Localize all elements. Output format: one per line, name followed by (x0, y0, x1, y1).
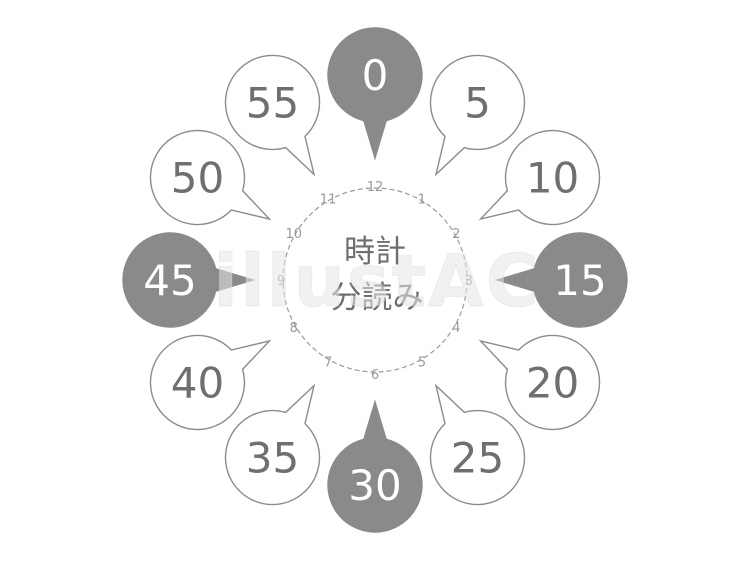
minute-label: 10 (526, 154, 579, 203)
minute-bubble-50: 50 (149, 129, 272, 226)
speech-bubble-shape (224, 383, 321, 506)
minute-bubble-5: 5 (429, 54, 526, 177)
center-title-line1: 時計 (344, 234, 406, 270)
minute-label: 20 (526, 359, 579, 408)
speech-bubble-shape (122, 232, 256, 328)
dial-number-12: 12 (367, 180, 384, 195)
speech-bubble-shape (149, 129, 272, 226)
minute-label: 35 (246, 434, 299, 483)
minute-label: 55 (246, 78, 299, 127)
minute-label: 0 (362, 51, 389, 100)
dial-number-5: 5 (418, 355, 426, 370)
minute-label: 15 (553, 256, 606, 305)
minute-label: 50 (171, 154, 224, 203)
dial-number-9: 9 (277, 274, 285, 289)
minute-label: 45 (143, 256, 196, 305)
minute-bubble-35: 35 (224, 383, 321, 506)
speech-bubble-shape (494, 232, 628, 328)
minute-bubble-10: 10 (478, 129, 601, 226)
clock-dial-ring (282, 187, 468, 373)
minute-bubble-20: 20 (478, 334, 601, 431)
center-title-line2: 分読み (331, 280, 424, 316)
minute-label: 25 (451, 434, 504, 483)
speech-bubble-shape (429, 383, 526, 506)
minute-bubble-15: 15 (494, 232, 628, 328)
minute-bubble-45: 45 (122, 232, 256, 328)
speech-bubble-shape (478, 334, 601, 431)
speech-bubble-shape (327, 27, 423, 161)
speech-bubble-shape (149, 334, 272, 431)
dial-number-7: 7 (324, 355, 332, 370)
dial-number-1: 1 (418, 193, 426, 208)
watermark-logo: illustAC (213, 239, 540, 323)
dial-number-10: 10 (285, 227, 302, 242)
speech-bubble-shape (327, 399, 423, 533)
dial-number-8: 8 (290, 321, 298, 336)
dial-number-3: 3 (465, 274, 473, 289)
speech-bubble-shape (224, 54, 321, 177)
dial-number-11: 11 (320, 193, 337, 208)
minute-bubble-55: 55 (224, 54, 321, 177)
minute-bubble-0: 0 (327, 27, 423, 161)
minute-label: 5 (464, 78, 491, 127)
speech-bubble-shape (478, 129, 601, 226)
minute-bubble-40: 40 (149, 334, 272, 431)
dial-number-4: 4 (452, 321, 460, 336)
speech-bubble-shape (429, 54, 526, 177)
minute-label: 40 (171, 359, 224, 408)
minute-label: 30 (348, 461, 401, 510)
minute-bubble-25: 25 (429, 383, 526, 506)
minute-bubble-30: 30 (327, 399, 423, 533)
dial-number-6: 6 (371, 368, 379, 383)
dial-number-2: 2 (452, 227, 460, 242)
